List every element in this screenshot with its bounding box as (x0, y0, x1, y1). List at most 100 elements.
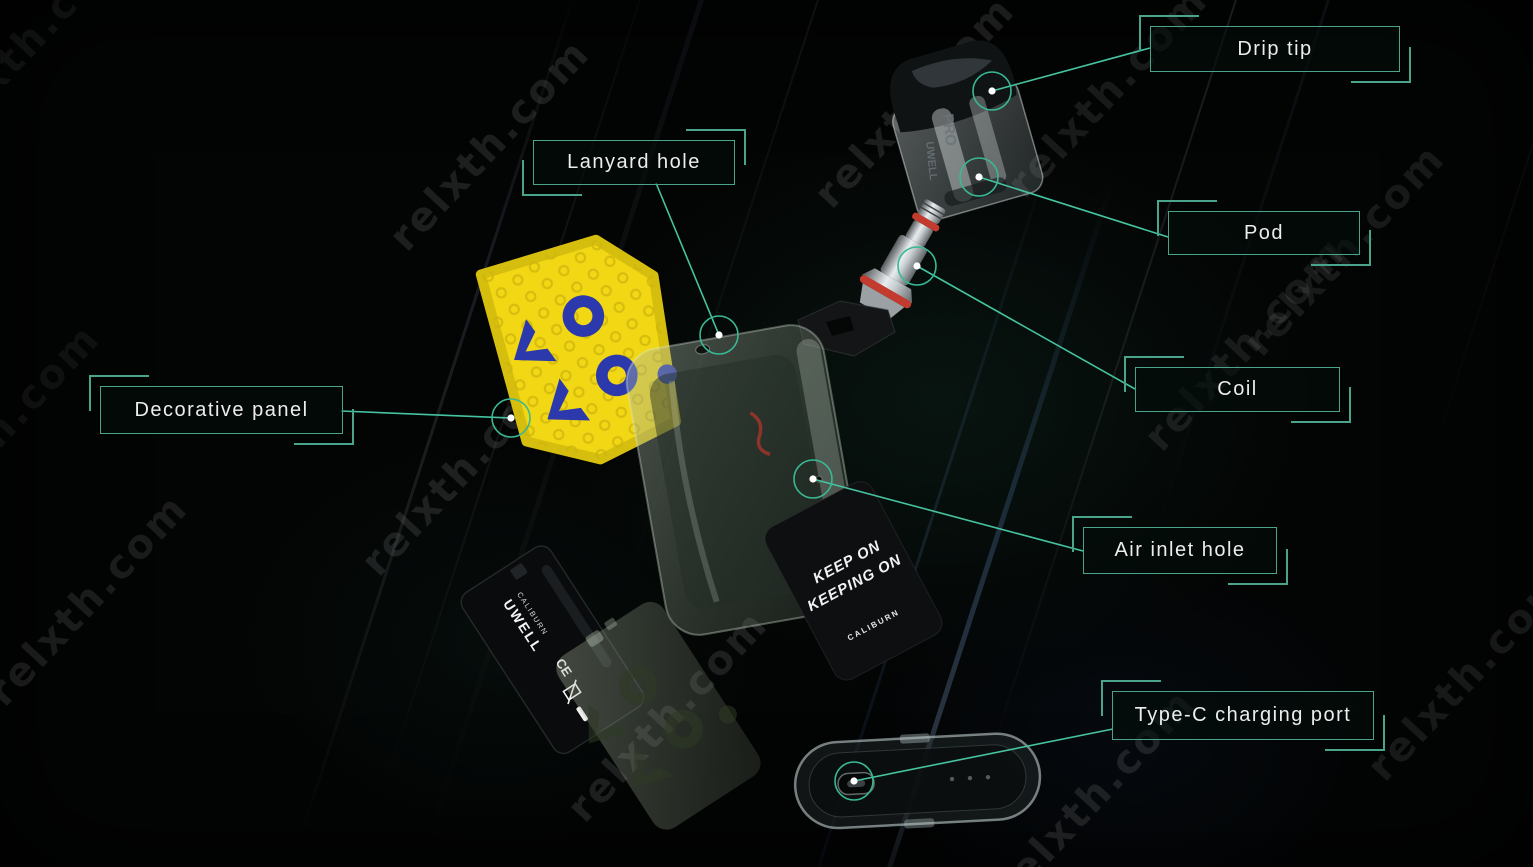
pod-slot (931, 108, 974, 202)
callout-label-decorative-panel: Decorative panel (89, 375, 354, 445)
light-streak (331, 0, 667, 867)
airflow-rubber-notch (826, 316, 854, 336)
decorative-panel-shape (475, 234, 681, 465)
base-screw-dot (949, 776, 955, 782)
leader-lanyard (655, 182, 720, 336)
back-cover-tab (604, 617, 618, 630)
callout-label-text: Decorative panel (134, 398, 309, 421)
light-streak (791, 0, 1128, 867)
main-body (625, 324, 865, 636)
coil-rib (922, 202, 945, 216)
air-inlet-hole (815, 475, 823, 483)
bracket-corner (1139, 15, 1199, 51)
base-inner (808, 744, 1027, 818)
battery-shape (460, 545, 645, 755)
leader-decorative (340, 410, 512, 419)
callout-circle-type-c (834, 761, 874, 801)
battery-brand: UWELL (500, 596, 546, 655)
watermark: relxth.com (352, 354, 572, 586)
leader-pod (978, 176, 1169, 238)
motivation-panel: KEEP ON KEEPING ON CALIBURN (764, 481, 943, 681)
coil-top-cap (918, 199, 946, 224)
watermark: relxth.com (0, 314, 110, 546)
drip-tip-highlight (911, 58, 993, 88)
motivation-brand: CALIBURN (846, 608, 901, 643)
light-streak (509, 0, 845, 867)
callout-circle-coil (897, 246, 937, 286)
watermark: relxth.com (558, 600, 778, 832)
usb-c-pin (847, 779, 866, 788)
battery-bin-icon (562, 679, 582, 705)
pod-base-notch (944, 177, 1007, 206)
bracket-corner (1291, 387, 1351, 423)
back-cover-tab (585, 630, 604, 647)
main-body-back-rim (796, 339, 862, 594)
coil (859, 199, 946, 320)
decorative-panel (475, 234, 681, 465)
base-clip-top (899, 733, 930, 744)
battery-top-contact (510, 563, 528, 580)
watermark: relxth.com (0, 484, 198, 716)
pod-marking-pro: PRO (939, 113, 959, 147)
callout-circle-air-inlet (793, 459, 833, 499)
callout-label-text: Drip tip (1237, 37, 1313, 60)
internal-wire (749, 411, 771, 456)
callout-label-text: Air inlet hole (1114, 539, 1246, 561)
main-body-inner (649, 354, 831, 609)
base-clip-bottom (904, 818, 935, 829)
pod-body (892, 78, 1044, 222)
lanyard-hole (695, 344, 711, 355)
callout-label-text: Lanyard hole (567, 151, 701, 173)
coil-barrel (880, 235, 927, 286)
coil-oring-top (912, 212, 940, 232)
back-cover-shape (556, 601, 761, 830)
leader-coil (916, 265, 1136, 390)
leader-type-c (853, 728, 1114, 782)
callout-label-text: Type-C charging port (1134, 704, 1352, 726)
motivation-line2: KEEPING ON (805, 551, 905, 615)
base-screw-dot (985, 774, 991, 780)
callout-label-text: Coil (1217, 378, 1258, 400)
callout-label-drip-tip: Drip tip (1139, 15, 1411, 83)
callout-circle-pod (959, 157, 999, 197)
battery-module: UWELL CALIBURN CE (460, 545, 645, 755)
coil-rib (920, 206, 942, 220)
usb-c-port (837, 771, 875, 796)
leader-air-inlet (812, 478, 1084, 552)
pod-marking-uwell: UWELL (923, 141, 939, 181)
watermark: relxth.com (805, 0, 1025, 218)
bracket-corner (1157, 200, 1217, 236)
callout-circle-lanyard (699, 315, 739, 355)
callout-label-text: Pod (1243, 221, 1285, 244)
coil-flare (861, 268, 913, 304)
main-body-shell (625, 324, 865, 636)
battery-ce-mark: CE (553, 656, 576, 680)
coil-oring-bottom (859, 275, 912, 309)
callout-label-coil: Coil (1124, 356, 1351, 423)
light-streak (392, 0, 729, 867)
drip-tip-cap (890, 40, 1017, 133)
callout-label-type-c-port: Type-C charging port (1101, 680, 1385, 751)
callout-label-air-inlet-hole: Air inlet hole (1072, 516, 1288, 585)
callout-circle-drip-tip (972, 71, 1012, 111)
battery-model: CALIBURN (515, 590, 550, 637)
back-cover (556, 601, 761, 830)
leader-lines (340, 47, 1169, 782)
battery-dash-mark (576, 706, 588, 722)
bracket-corner (1311, 230, 1371, 266)
callout-label-pod: Pod (1157, 200, 1371, 266)
watermark: relxth.com (0, 0, 140, 156)
bracket-corner (1124, 356, 1184, 392)
callout-circle-decorative (491, 398, 531, 438)
motivation-panel-shape (764, 481, 943, 681)
green-glow-2 (220, 420, 780, 860)
koko-logo (492, 265, 681, 455)
decorative-panel-pattern (480, 239, 676, 460)
pod-slot (969, 95, 1007, 184)
coil-skirt (859, 283, 905, 320)
battery-side-slot (541, 565, 612, 668)
leader-drip-tip (991, 47, 1151, 92)
coil-neck (905, 220, 933, 247)
koko-ghost-logo (565, 636, 741, 811)
